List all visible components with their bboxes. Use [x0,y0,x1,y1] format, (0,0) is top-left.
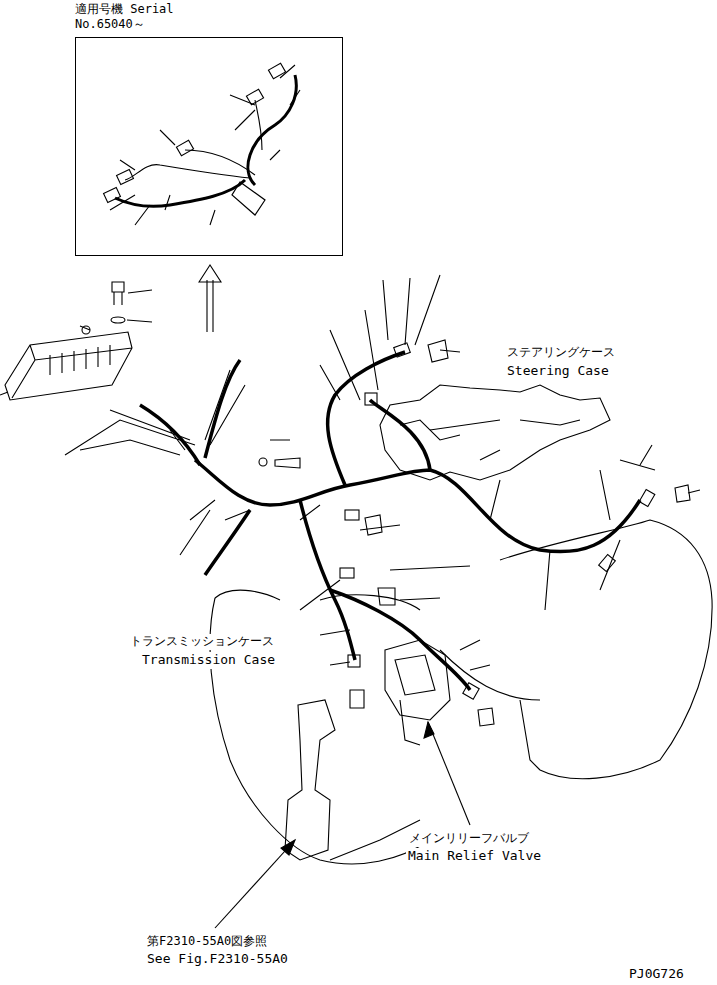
connector-block [285,700,335,860]
part-label: 第F2310-55A0図参照 [145,934,269,950]
pointer-line [215,840,295,928]
part-label: トランスミッションケース [128,634,276,650]
steering-case [380,385,610,480]
terminal-block [5,332,132,400]
drawing-code: PJ0G726 [627,966,686,983]
direction-arrow [199,265,221,332]
part-label: メインリリーフバルブ [407,831,531,847]
inset-box: 適用号機 Serial No.65040～ [75,2,343,256]
transmission-case [210,520,712,864]
arrowhead [424,722,434,738]
part-label: Main Relief Valve [406,848,543,865]
part-label: Transmission Case [140,652,277,669]
relief-valve [385,640,450,720]
inset-frame [75,37,343,256]
part-label: ステアリングケース [505,345,617,361]
part-label: See Fig.F2310-55A0 [145,951,290,968]
part-label: Steering Case [505,363,611,380]
washer [111,317,125,323]
applicability-heading: 適用号機 Serial No.65040～ [75,2,207,32]
arrowhead [281,840,295,855]
bolt [112,282,124,305]
pointer-line [428,722,470,825]
inset-harness [104,63,300,225]
